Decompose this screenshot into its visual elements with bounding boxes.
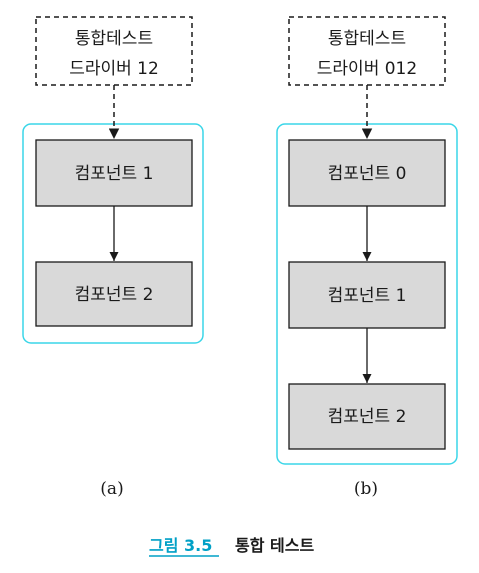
label-b: (b) bbox=[354, 479, 378, 499]
component-b-0-box bbox=[288, 139, 446, 207]
driver-b-line2: 드라이버 012 bbox=[317, 59, 417, 79]
component-a-1-label: 컴포넌트 1 bbox=[75, 164, 154, 184]
driver-b-line1: 통합테스트 bbox=[328, 29, 406, 49]
component-a-2-box bbox=[35, 261, 193, 327]
component-b-2-box bbox=[288, 383, 446, 450]
component-a-2-label: 컴포넌트 2 bbox=[75, 285, 154, 305]
diagram-b: 통합테스트 드라이버 012 컴포넌트 0 컴포넌트 1 컴포넌트 2 (b) bbox=[276, 16, 458, 499]
label-a: (a) bbox=[100, 479, 123, 499]
group-border-a bbox=[22, 123, 204, 344]
diagram-a: 통합테스트 드라이버 12 컴포넌트 1 컴포넌트 2 (a) bbox=[22, 16, 204, 499]
component-b-1-box bbox=[288, 261, 446, 329]
component-a-1-box bbox=[35, 139, 193, 207]
driver-a-line1: 통합테스트 bbox=[75, 29, 153, 49]
figure-title: 통합 테스트 bbox=[235, 536, 314, 555]
component-b-1-label: 컴포넌트 1 bbox=[328, 286, 407, 306]
driver-a-line2: 드라이버 12 bbox=[69, 59, 159, 79]
figure-caption: 그림 3.5 통합 테스트 bbox=[149, 536, 314, 557]
component-b-0-label: 컴포넌트 0 bbox=[328, 164, 407, 184]
figure-number: 그림 3.5 bbox=[149, 536, 212, 555]
component-b-2-label: 컴포넌트 2 bbox=[328, 407, 407, 427]
